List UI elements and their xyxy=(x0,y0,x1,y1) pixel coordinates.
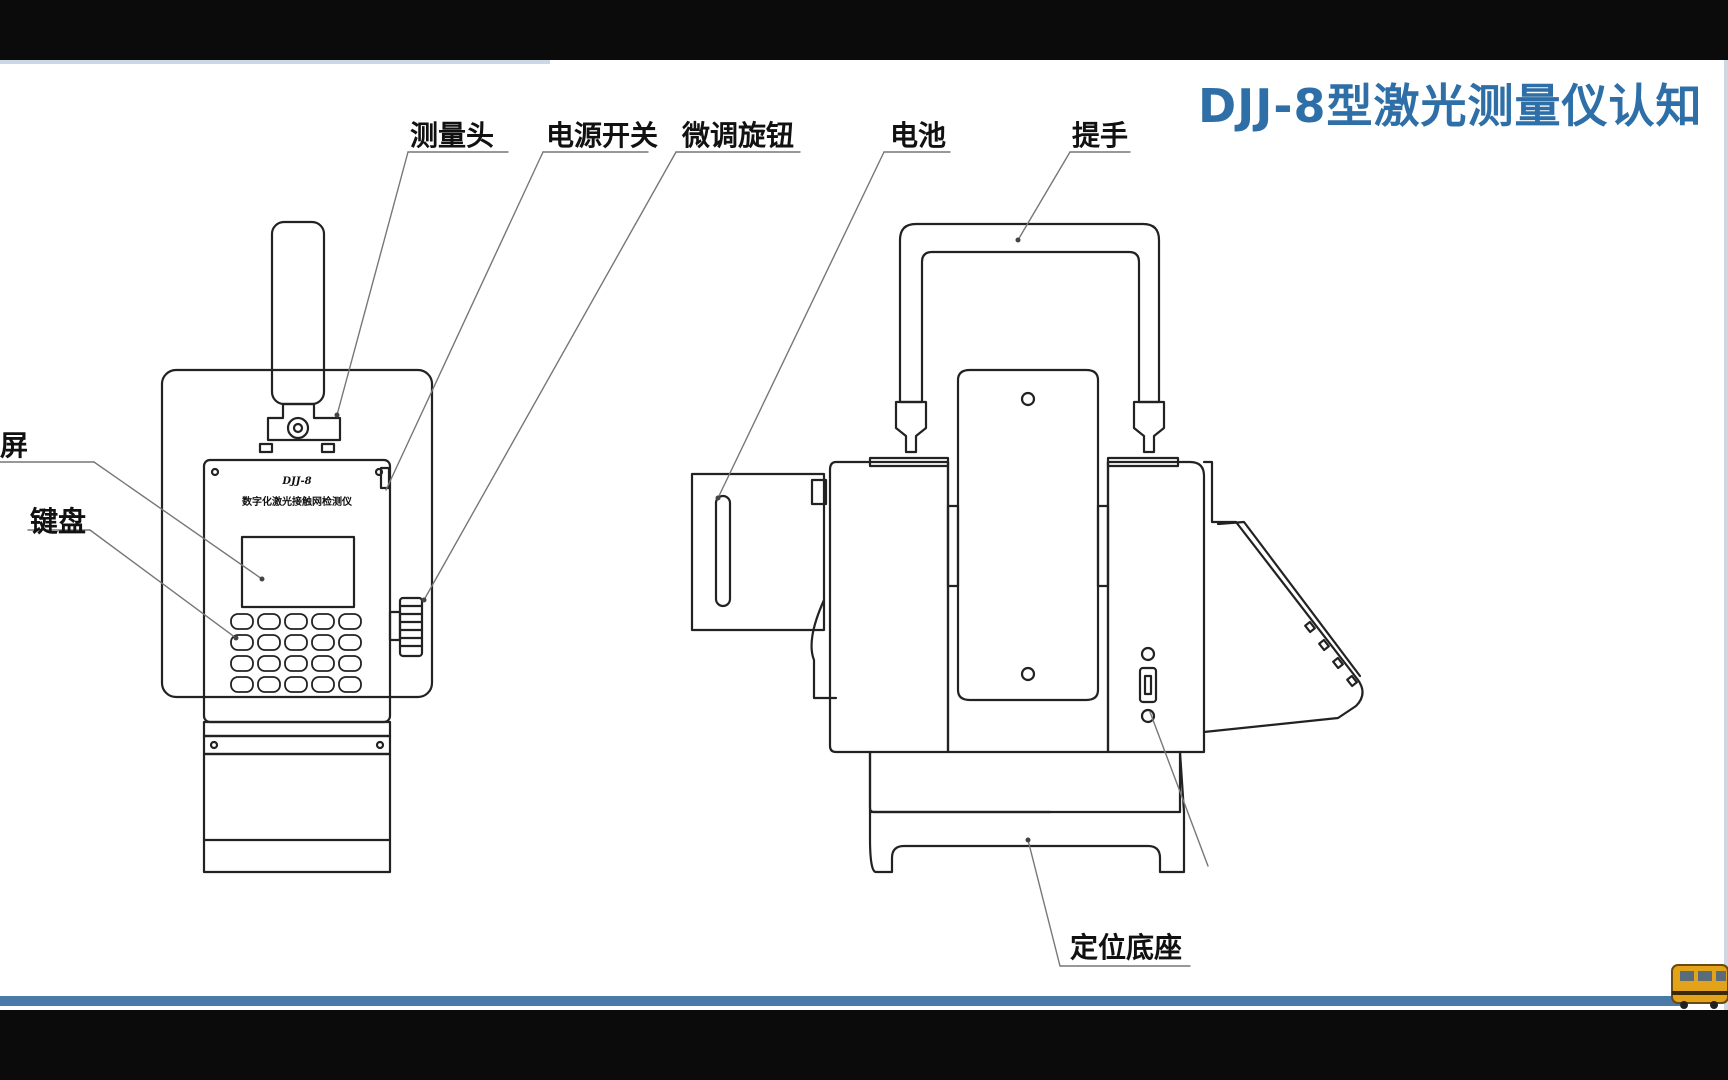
battery xyxy=(690,472,826,632)
key xyxy=(230,634,254,651)
body-right-top xyxy=(1106,456,1180,468)
key xyxy=(284,613,308,630)
locating-base xyxy=(868,750,1186,874)
key xyxy=(338,613,362,630)
key xyxy=(230,676,254,693)
key xyxy=(257,634,281,651)
handle-bracket-left xyxy=(894,400,928,454)
hinge-pin xyxy=(286,416,310,440)
battery-latch xyxy=(810,478,828,506)
drum-axle-left xyxy=(946,504,960,588)
leader-dots xyxy=(233,237,1031,843)
device-name-text: 数字化激光接触网检测仪 xyxy=(242,495,353,508)
drum-screw xyxy=(1020,666,1036,682)
key xyxy=(338,634,362,651)
key xyxy=(230,655,254,672)
measuring-head-arm xyxy=(270,220,326,406)
key xyxy=(230,613,254,630)
front-view: DJJ-8 数字化激光接触网检测仪 xyxy=(160,220,434,874)
handle-bracket-right xyxy=(1132,400,1166,454)
train-logo xyxy=(1671,964,1728,1009)
rear-curve xyxy=(810,598,838,700)
keypad xyxy=(230,613,362,693)
slide-title: DJJ-8型激光测量仪认知 xyxy=(1198,79,1703,133)
hinge-pin-inner xyxy=(292,422,304,434)
clip-left xyxy=(258,442,274,454)
leader-lines xyxy=(0,151,1209,967)
label-screen: 示屏 xyxy=(0,429,29,462)
usb-port xyxy=(1138,666,1158,704)
key xyxy=(257,655,281,672)
device-model-text: DJJ-8 xyxy=(281,476,311,487)
body-middle xyxy=(946,460,1110,754)
power-switch xyxy=(379,466,391,490)
key xyxy=(338,655,362,672)
port-indicator xyxy=(1140,646,1156,662)
key xyxy=(311,655,335,672)
front-console xyxy=(1202,460,1364,734)
screw xyxy=(210,467,220,477)
side-view xyxy=(690,222,1364,874)
label-handle: 提手 xyxy=(1072,119,1129,152)
drum-axle-right xyxy=(1096,504,1110,588)
key xyxy=(311,676,335,693)
lower-strip-2 xyxy=(202,734,392,756)
center-drum xyxy=(956,368,1100,702)
label-measuring-head: 测量头 xyxy=(410,119,495,152)
knob-shaft xyxy=(388,610,402,642)
body-left xyxy=(828,460,950,754)
slide-top-line xyxy=(0,60,550,64)
key xyxy=(284,634,308,651)
key xyxy=(284,655,308,672)
battery-slot xyxy=(714,494,732,608)
label-power-switch: 电源开关 xyxy=(546,119,659,152)
footer-bar xyxy=(0,996,1680,1006)
drum-screw xyxy=(1020,391,1036,407)
slide-right-edge xyxy=(1724,60,1728,1010)
lower-strip xyxy=(202,720,392,738)
clip-right xyxy=(320,442,336,454)
key xyxy=(311,634,335,651)
label-keypad: 键盘 xyxy=(30,505,87,538)
display-screen xyxy=(240,535,356,609)
key xyxy=(257,613,281,630)
key xyxy=(311,613,335,630)
base-block xyxy=(202,752,392,874)
label-battery: 电池 xyxy=(890,119,947,152)
top-black-bar xyxy=(0,0,1728,60)
carry-handle xyxy=(898,222,1161,404)
usb-port-inner xyxy=(1143,674,1153,696)
slide xyxy=(0,60,1728,1010)
body-right xyxy=(1106,460,1206,754)
front-housing xyxy=(160,368,434,699)
bottom-black-bar xyxy=(0,1010,1728,1080)
port-indicator xyxy=(1140,708,1156,724)
label-fine-knob: 微调旋钮 xyxy=(682,119,795,152)
key xyxy=(338,676,362,693)
base-top-edge xyxy=(868,750,1052,814)
label-base: 定位底座 xyxy=(1070,931,1183,964)
hinge xyxy=(266,402,342,442)
console-face xyxy=(1216,520,1362,678)
key xyxy=(257,676,281,693)
key xyxy=(284,676,308,693)
